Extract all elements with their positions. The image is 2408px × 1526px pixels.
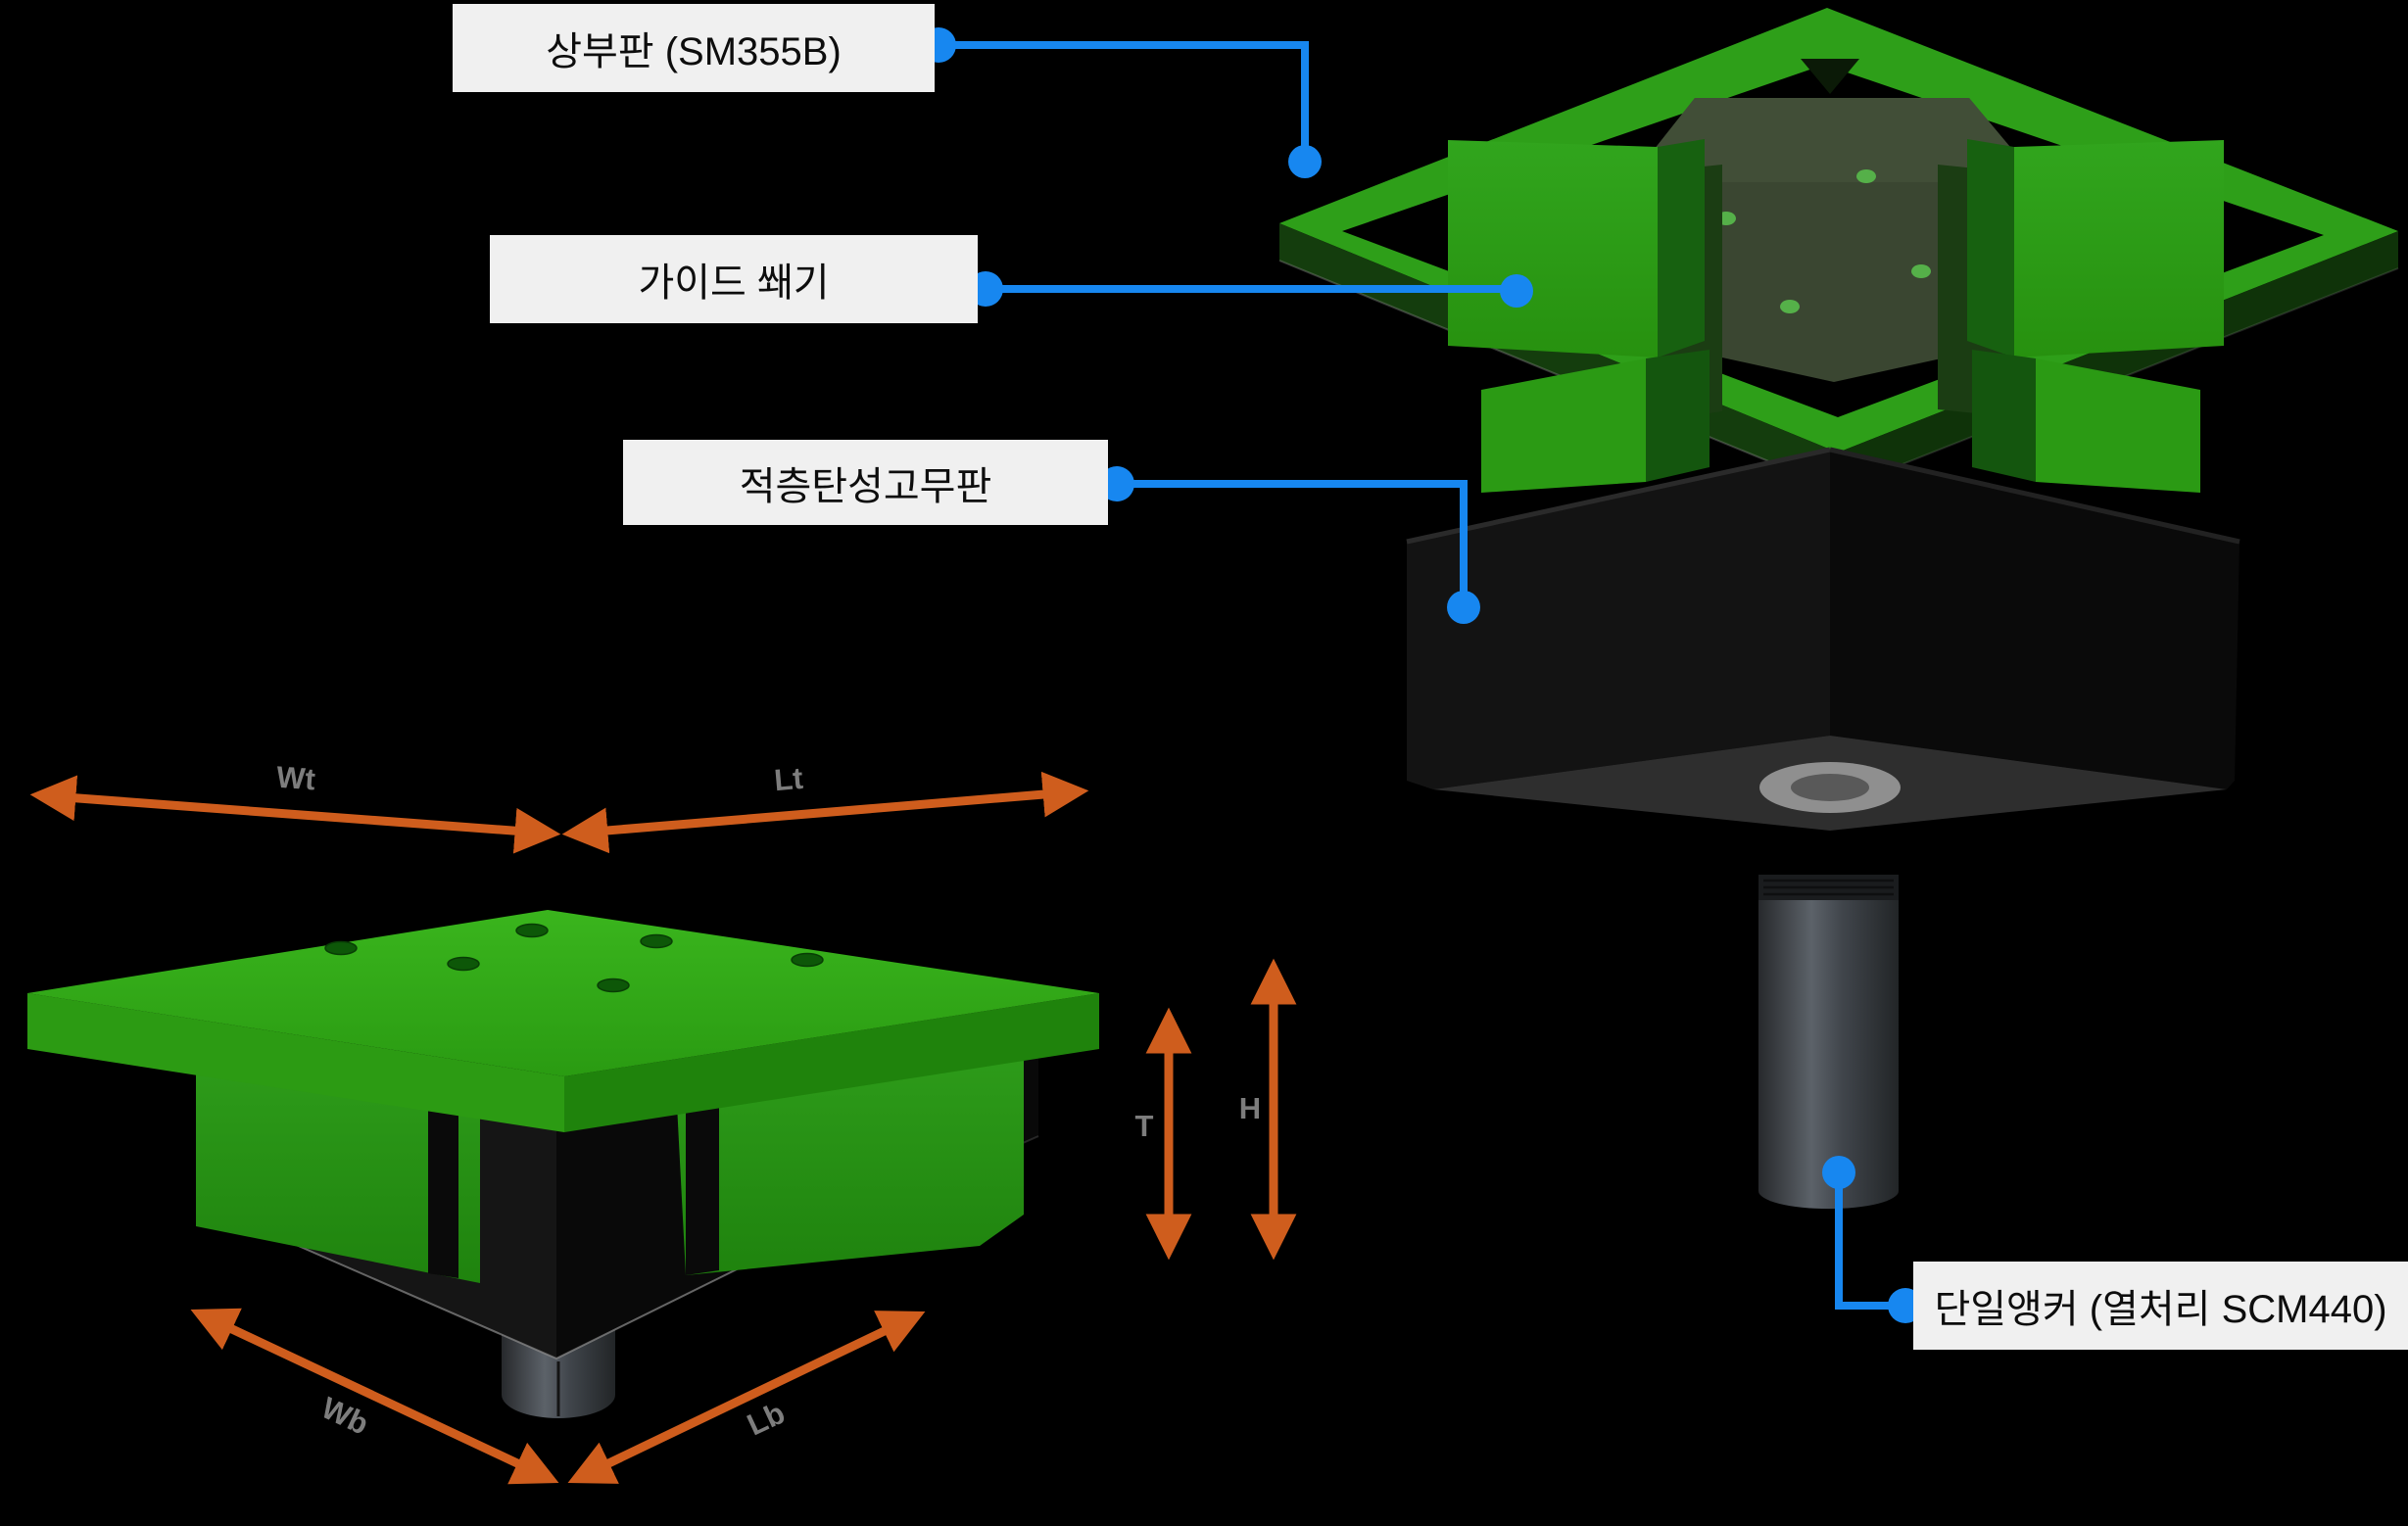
dimension-arrows — [29, 771, 1297, 1485]
part-dot — [1288, 145, 1322, 178]
part-dot — [1500, 274, 1533, 308]
bolt-holes — [324, 923, 824, 993]
lt-arrow — [561, 771, 1089, 854]
wb-arrow — [190, 1308, 559, 1485]
assembled-view — [27, 910, 1099, 1418]
callout-top-plate: 상부판 (SM355B) — [453, 4, 935, 92]
dim-label-h: H — [1238, 1091, 1262, 1125]
rubber-pad-3d — [1406, 447, 2240, 831]
dim-label-lt: Lt — [772, 760, 805, 798]
part-dot — [1447, 591, 1480, 624]
anchor-3d — [1758, 875, 1899, 1210]
dim-label-wt: Wt — [275, 759, 317, 797]
top-plate-3d — [1278, 8, 2399, 491]
callout-guide-wedge: 가이드 쐐기 — [490, 235, 978, 323]
part-dot — [1822, 1156, 1855, 1189]
top-plate-assembled-3d — [27, 910, 1099, 1132]
guide-wedge-3d — [1448, 139, 2224, 493]
callout-rubber-pad: 적층탄성고무판 — [623, 440, 1108, 525]
connector-rubber-pad — [1099, 466, 1480, 624]
callout-connectors — [921, 27, 1923, 1323]
exploded-view — [1278, 8, 2399, 1210]
dim-label-t: T — [1134, 1109, 1154, 1143]
callout-dot — [1099, 466, 1134, 501]
lb-arrow — [567, 1311, 926, 1484]
callout-anchor: 단일앵커 (열처리 SCM440) — [1913, 1262, 2408, 1350]
wt-arrow — [29, 775, 561, 854]
connector-top-plate — [921, 27, 1322, 178]
underside-bolt-points — [1716, 169, 1931, 313]
